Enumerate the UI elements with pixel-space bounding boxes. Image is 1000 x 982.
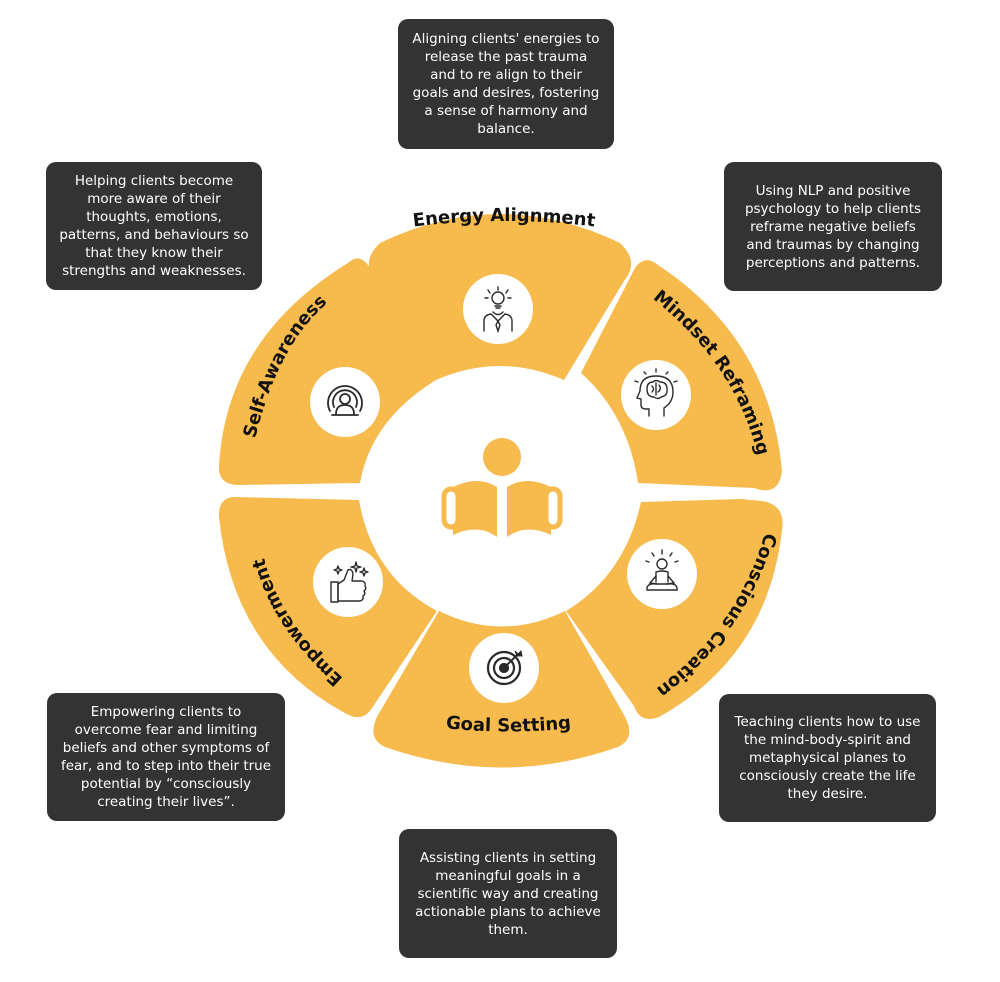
description-mindset-reframing: Using NLP and positive psychology to hel…	[724, 162, 942, 291]
lightbulb-person-icon	[463, 274, 533, 344]
description-empowerment: Empowering clients to overcome fear and …	[47, 693, 285, 821]
description-self-awareness: Helping clients become more aware of the…	[46, 162, 262, 290]
description-goal-setting: Assisting clients in setting meaningful …	[399, 829, 617, 958]
brain-head-icon	[621, 360, 691, 430]
reading-person-icon	[441, 438, 563, 537]
person-radar-icon	[310, 367, 380, 437]
description-conscious-creation: Teaching clients how to use the mind-bod…	[719, 694, 936, 822]
target-icon	[469, 633, 539, 703]
segment-conscious-creation[interactable]	[566, 499, 783, 719]
meditation-icon	[627, 539, 697, 609]
center-circle	[376, 367, 628, 619]
label-goal-setting: Goal Setting	[445, 712, 572, 736]
description-energy-alignment: Aligning clients' energies to release th…	[398, 19, 614, 149]
thumbs-up-icon	[313, 547, 383, 617]
